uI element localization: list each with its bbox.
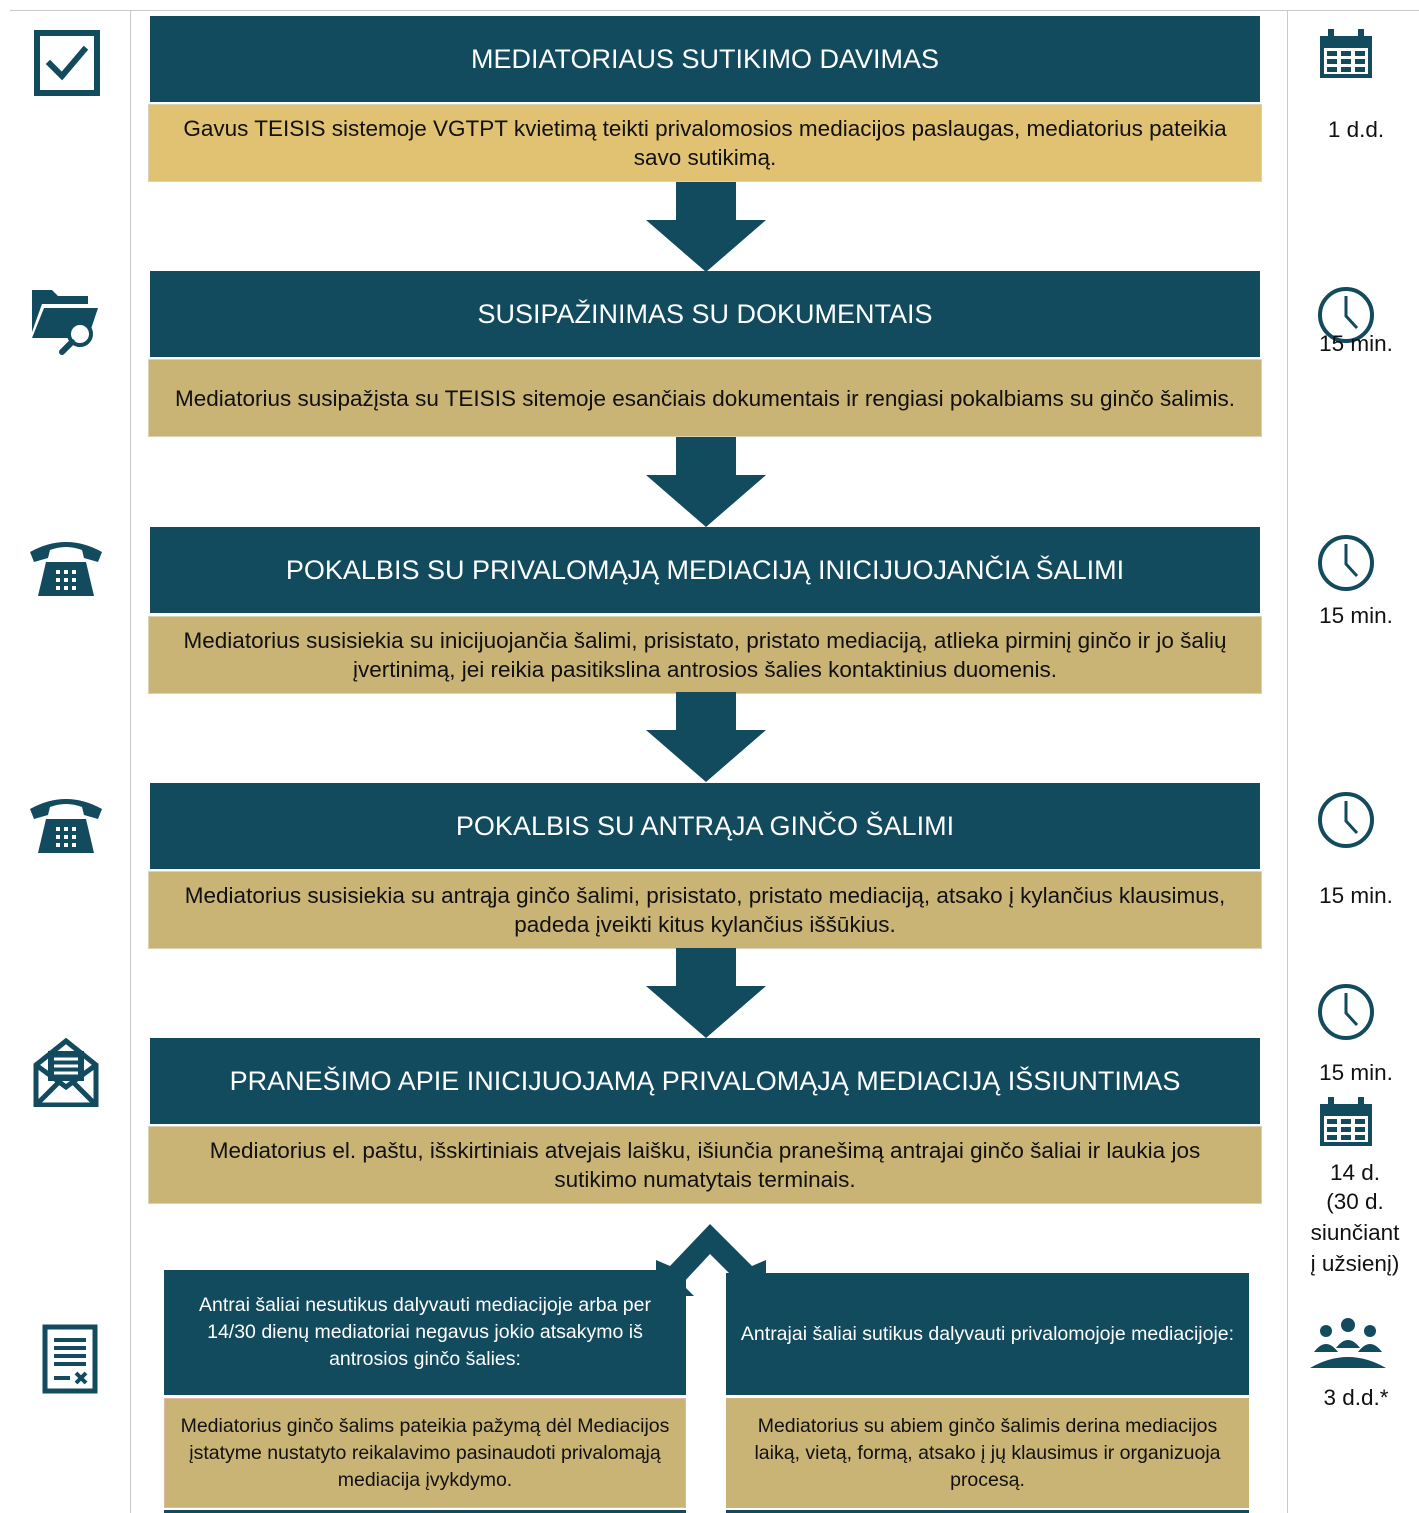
checkbox-icon (34, 30, 100, 101)
down-arrow-4 (646, 948, 766, 1043)
down-arrow-1 (646, 182, 766, 277)
telephone-icon (28, 795, 104, 860)
branch-right-description: Mediatorius su abiem ginčo šalimis derin… (726, 1398, 1249, 1508)
step-2-duration: 15 min. (1319, 331, 1393, 356)
step-5-description: Mediatorius el. paštu, išskirtiniais atv… (148, 1126, 1262, 1204)
clock-icon (1317, 534, 1375, 597)
branch-right-title: Antrajai šaliai sutikus dalyvauti prival… (726, 1273, 1249, 1395)
step-3-title: POKALBIS SU PRIVALOMĄJĄ MEDIACIJĄ INICIJ… (150, 527, 1260, 613)
clock-icon (1317, 286, 1375, 349)
wait-line-4: į užsienį) (1310, 1251, 1400, 1276)
wait-line-2: (30 d. (1326, 1189, 1384, 1214)
envelope-letter-icon (32, 1037, 100, 1112)
wait-line-3: siunčiant (1310, 1220, 1400, 1245)
folder-search-icon (28, 282, 102, 361)
branch-right-bottom-bar (726, 1510, 1249, 1513)
step-5-duration: 15 min. (1319, 1060, 1393, 1085)
calendar-icon (1318, 1096, 1374, 1153)
step-4-description: Mediatorius susisiekia su antrąja ginčo … (148, 871, 1262, 949)
step-4-duration: 15 min. (1319, 883, 1393, 908)
step-1-duration: 1 d.d. (1327, 117, 1385, 142)
down-arrow-3 (646, 692, 766, 787)
wait-line-1: 14 d. (1329, 1160, 1381, 1185)
right-column-divider (1287, 10, 1288, 1513)
branch-right-duration: 3 d.d.* (1323, 1385, 1389, 1410)
branch-left-bottom-bar (164, 1510, 686, 1513)
step-3-description: Mediatorius susisiekia su inicijuojančia… (148, 616, 1262, 694)
branch-left-description: Mediatorius ginčo šalims pateikia pažymą… (164, 1398, 686, 1508)
top-border (10, 10, 1419, 11)
branch-left-title: Antrai šaliai nesutikus dalyvauti mediac… (164, 1270, 686, 1395)
down-arrow-2 (646, 437, 766, 532)
step-1-title: MEDIATORIAUS SUTIKIMO DAVIMAS (150, 16, 1260, 102)
step-2-title: SUSIPAŽINIMAS SU DOKUMENTAIS (150, 271, 1260, 357)
clock-icon (1317, 791, 1375, 854)
step-2-description: Mediatorius susipažįsta su TEISIS sitemo… (148, 359, 1262, 437)
group-meeting-icon (1310, 1316, 1386, 1373)
step-5-title: PRANEŠIMO APIE INICIJUOJAMĄ PRIVALOMĄJĄ … (150, 1038, 1260, 1124)
telephone-icon (28, 538, 104, 603)
calendar-icon (1318, 28, 1374, 85)
step-1-description: Gavus TEISIS sistemoje VGTPT kvietimą te… (148, 104, 1262, 182)
step-4-title: POKALBIS SU ANTRĄJA GINČO ŠALIMI (150, 783, 1260, 869)
certificate-icon (42, 1324, 98, 1399)
step-3-duration: 15 min. (1319, 603, 1393, 628)
left-column-divider (130, 10, 131, 1513)
clock-icon (1317, 983, 1375, 1046)
